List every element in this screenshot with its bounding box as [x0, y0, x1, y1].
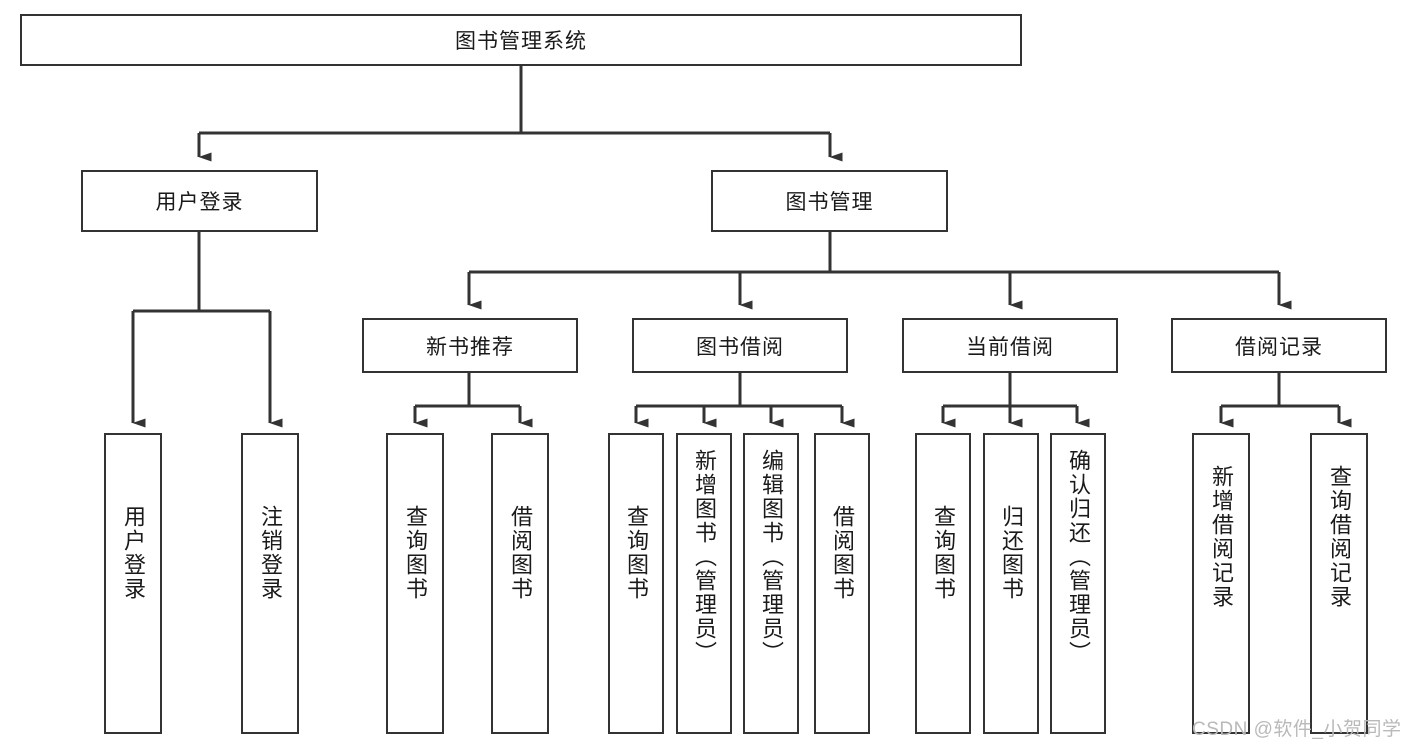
- node-borrow-record[interactable]: 借阅记录: [1171, 318, 1387, 373]
- edge-user-login-to-leaves: [131, 232, 283, 428]
- leaf-logout-label: 注销登录: [257, 505, 283, 601]
- leaf-query-book-1-label: 查询图书: [402, 505, 428, 601]
- leaf-borrow-book-2-label: 借阅图书: [829, 505, 855, 601]
- leaf-query-book-3-label: 查询图书: [930, 505, 956, 601]
- leaf-confirm-return-label: 确认归还（管理员）: [1065, 449, 1091, 665]
- leaf-borrow-book-1[interactable]: 借阅图书: [491, 433, 549, 734]
- edge-current-borrow-to-leaves: [941, 373, 1090, 428]
- node-book-borrow[interactable]: 图书借阅: [632, 318, 848, 373]
- edge-borrow-record-to-leaves: [1219, 373, 1352, 428]
- node-book-manage[interactable]: 图书管理: [711, 170, 948, 232]
- leaf-query-book-3[interactable]: 查询图书: [915, 433, 971, 734]
- leaf-query-record[interactable]: 查询借阅记录: [1310, 433, 1368, 734]
- leaf-query-record-label: 查询借阅记录: [1326, 465, 1352, 609]
- leaf-add-record[interactable]: 新增借阅记录: [1192, 433, 1250, 734]
- leaf-add-record-label: 新增借阅记录: [1208, 465, 1234, 609]
- leaf-user-login[interactable]: 用户登录: [104, 433, 162, 734]
- node-book-manage-label: 图书管理: [785, 191, 874, 214]
- edge-root-to-level2: [197, 66, 843, 162]
- leaf-query-book-2[interactable]: 查询图书: [608, 433, 664, 734]
- edge-book-manage-to-level3: [467, 232, 1292, 310]
- leaf-borrow-book-1-label: 借阅图书: [507, 505, 533, 601]
- leaf-query-book-2-label: 查询图书: [623, 505, 649, 601]
- leaf-edit-book-label: 编辑图书（管理员）: [758, 449, 784, 665]
- leaf-add-book-label: 新增图书（管理员）: [691, 449, 717, 665]
- leaf-logout[interactable]: 注销登录: [241, 433, 299, 734]
- node-root-label: 图书管理系统: [455, 30, 587, 53]
- node-book-borrow-label: 图书借阅: [696, 335, 784, 359]
- node-borrow-record-label: 借阅记录: [1235, 335, 1323, 359]
- csdn-watermark: CSDN @软件_小贺同学: [1192, 719, 1402, 740]
- leaf-borrow-book-2[interactable]: 借阅图书: [814, 433, 870, 734]
- leaf-user-login-label: 用户登录: [120, 505, 146, 601]
- node-current-borrow-label: 当前借阅: [966, 335, 1054, 359]
- edge-book-borrow-to-leaves: [634, 373, 855, 428]
- node-new-book-recommend-label: 新书推荐: [426, 335, 514, 359]
- leaf-edit-book[interactable]: 编辑图书（管理员）: [743, 433, 799, 734]
- node-user-login-label: 用户登录: [155, 191, 244, 214]
- node-user-login[interactable]: 用户登录: [81, 170, 318, 232]
- leaf-confirm-return[interactable]: 确认归还（管理员）: [1050, 433, 1106, 734]
- node-current-borrow[interactable]: 当前借阅: [902, 318, 1118, 373]
- leaf-return-book[interactable]: 归还图书: [983, 433, 1039, 734]
- leaf-return-book-label: 归还图书: [998, 505, 1024, 601]
- edge-new-book-recommend-to-leaves: [413, 373, 533, 428]
- leaf-add-book[interactable]: 新增图书（管理员）: [676, 433, 732, 734]
- node-new-book-recommend[interactable]: 新书推荐: [362, 318, 578, 373]
- node-root[interactable]: 图书管理系统: [20, 14, 1022, 66]
- leaf-query-book-1[interactable]: 查询图书: [386, 433, 444, 734]
